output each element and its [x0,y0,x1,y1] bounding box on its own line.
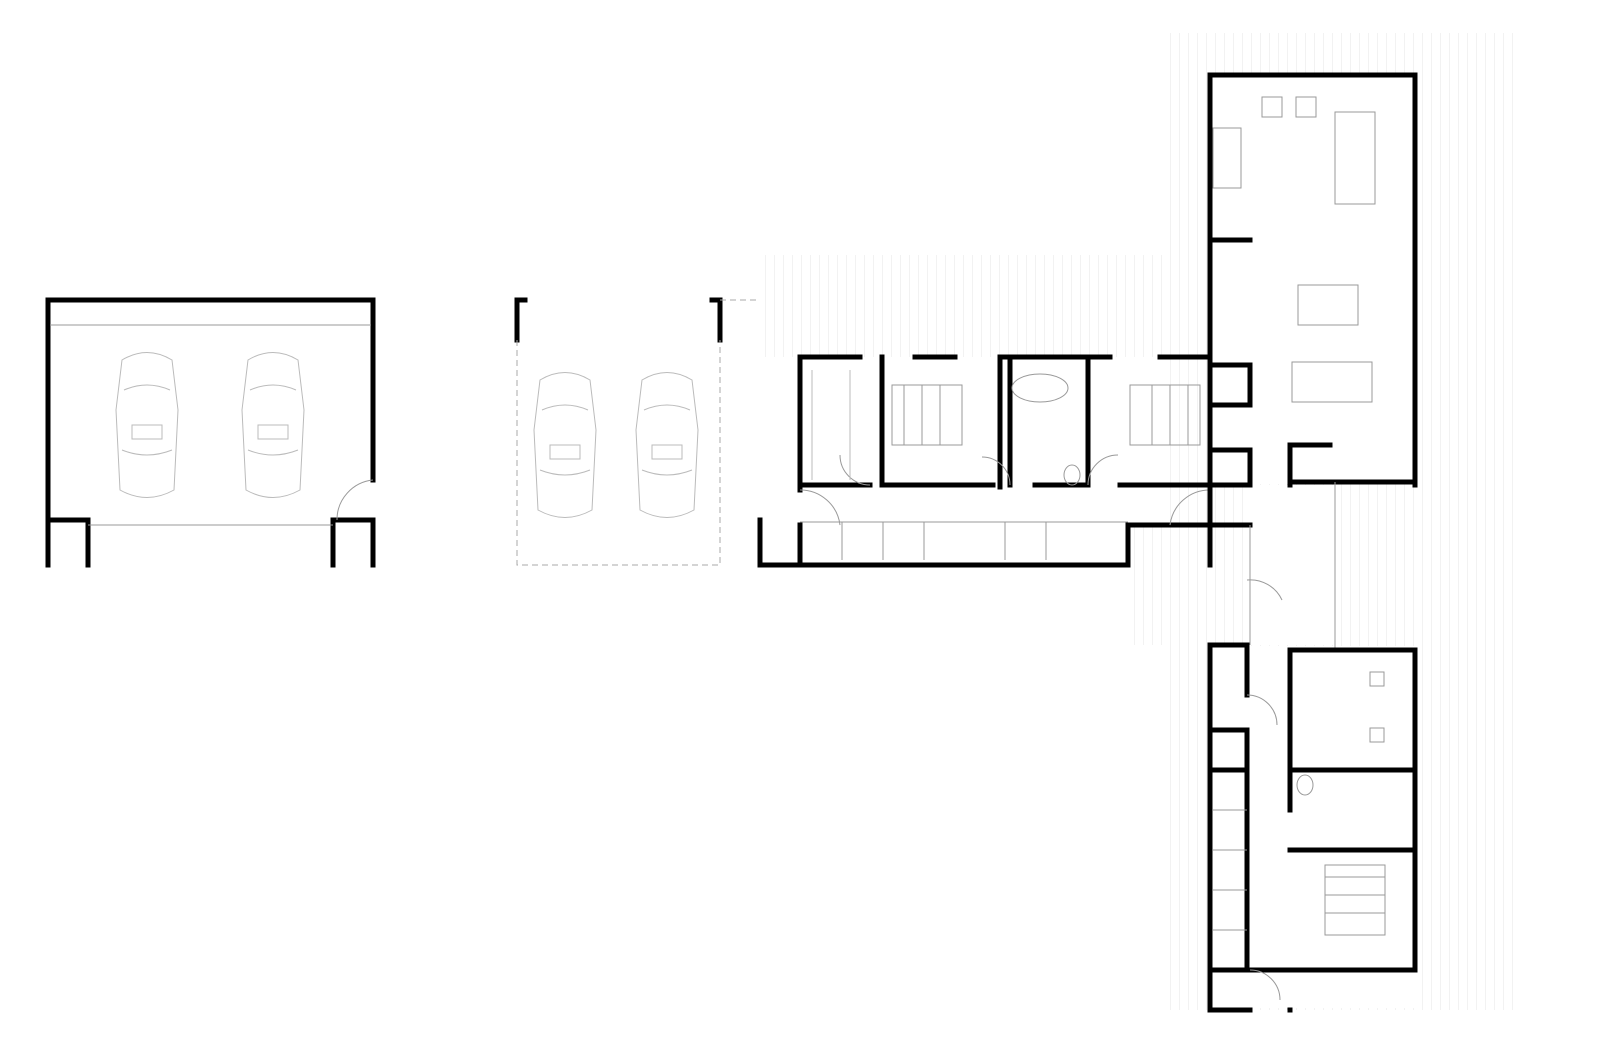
car-icon [533,372,597,518]
car-icon [115,352,179,498]
car-icon [241,352,305,498]
armchair-icon [1295,96,1317,118]
desk-chair-icon [1369,671,1385,687]
living-block [1207,72,1418,650]
deck-entry [1128,525,1210,645]
kitchen-island-icon [1291,361,1373,403]
sofa-icon [1334,111,1376,205]
toilet-icon [1296,774,1314,796]
south-wing [1207,579,1418,1013]
toilet-icon [1063,464,1081,486]
deck-north [760,255,1210,357]
garage [45,297,376,568]
armchair-icon [1261,96,1283,118]
dining-table-icon [1297,284,1359,326]
car-icon [635,372,699,518]
bedroom-wing [757,354,1253,568]
bathtub-icon [1011,373,1069,403]
desk-chair-icon [1369,727,1385,743]
carport [514,297,760,566]
bed-icon [891,384,963,446]
fireplace-icon [1212,127,1242,189]
